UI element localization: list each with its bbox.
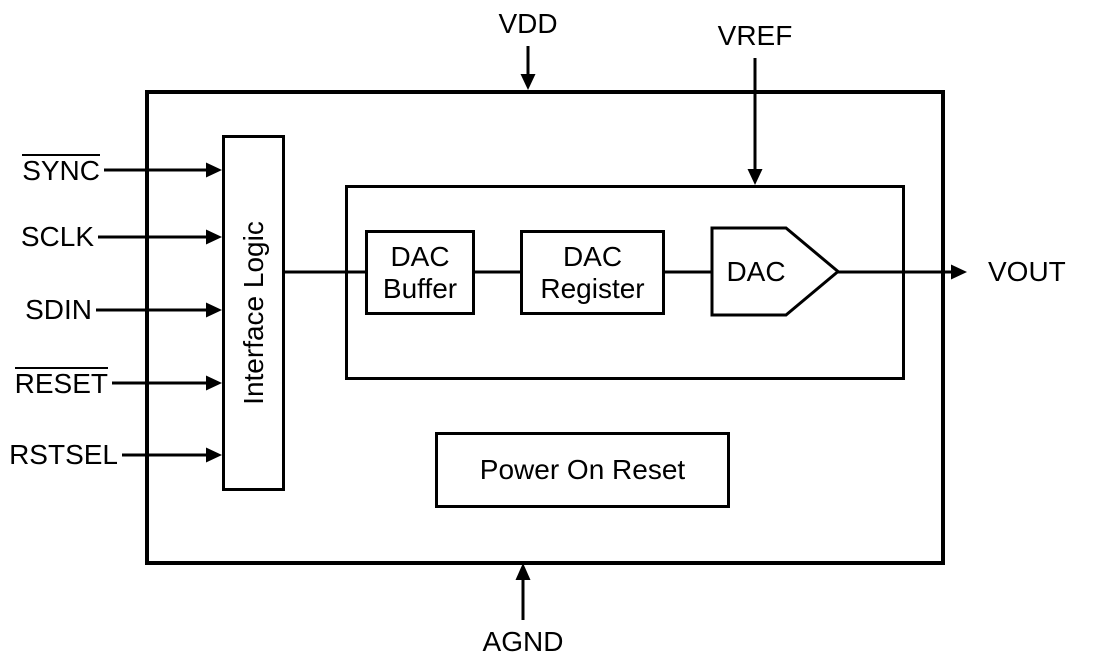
- dac-buffer-block: DAC Buffer: [365, 230, 475, 315]
- sclk-wire: [98, 229, 222, 245]
- sync-pin-text: SYNC: [22, 154, 100, 186]
- dac-block-shape: [710, 226, 841, 317]
- sclk-pin-label: SCLK: [20, 221, 94, 252]
- vdd-arrowhead-icon: [520, 74, 536, 90]
- reset-arrowhead-icon: [206, 375, 222, 391]
- sync-pin-label: SYNC: [22, 154, 100, 187]
- dac-register-label-line1: DAC: [562, 240, 623, 272]
- reset-pin-label: RESET: [14, 367, 108, 400]
- interface-logic-label: Interface Logic: [237, 221, 269, 405]
- vref-arrowhead-icon: [747, 169, 763, 185]
- sdin-wire: [96, 302, 222, 318]
- power-on-reset-block: Power On Reset: [435, 432, 730, 508]
- vout-arrowhead-icon: [951, 264, 967, 280]
- interface-logic-block: Interface Logic: [222, 135, 285, 491]
- dac-register-block: DAC Register: [520, 230, 665, 315]
- reset-pin-text: RESET: [14, 367, 108, 399]
- agnd-arrowhead-icon: [515, 563, 531, 580]
- sdin-arrowhead-icon: [206, 302, 222, 318]
- rstsel-wire: [122, 447, 222, 463]
- vdd-pin-label: VDD: [498, 8, 558, 39]
- dac-block-label: DAC: [726, 255, 786, 287]
- sync-arrowhead-icon: [206, 162, 222, 178]
- dac-buffer-label-line2: Buffer: [382, 272, 458, 304]
- dac-register-label-line2: Register: [540, 272, 645, 304]
- vref-wire: [747, 58, 763, 185]
- vout-wire: [836, 264, 967, 280]
- sdin-pin-label: SDIN: [25, 294, 92, 325]
- dac-block-label-wrap: DAC: [712, 228, 800, 315]
- chip-boundary: [145, 90, 945, 565]
- agnd-wire: [515, 563, 531, 620]
- dac-buffer-label-line1: DAC: [390, 240, 450, 272]
- wires-group: [96, 46, 967, 620]
- reset-wire: [112, 375, 222, 391]
- sync-wire: [104, 162, 222, 178]
- vdd-wire: [520, 46, 536, 90]
- sclk-arrowhead-icon: [206, 229, 222, 245]
- vref-pin-label: VREF: [717, 20, 793, 51]
- dac-core-boundary: [345, 185, 905, 380]
- rstsel-pin-label: RSTSEL: [9, 439, 118, 470]
- agnd-pin-label: AGND: [482, 626, 564, 657]
- interface-logic-label-wrap: Interface Logic: [225, 138, 282, 488]
- rstsel-arrowhead-icon: [206, 447, 222, 463]
- vout-pin-label: VOUT: [988, 256, 1066, 287]
- power-on-reset-label: Power On Reset: [479, 454, 686, 485]
